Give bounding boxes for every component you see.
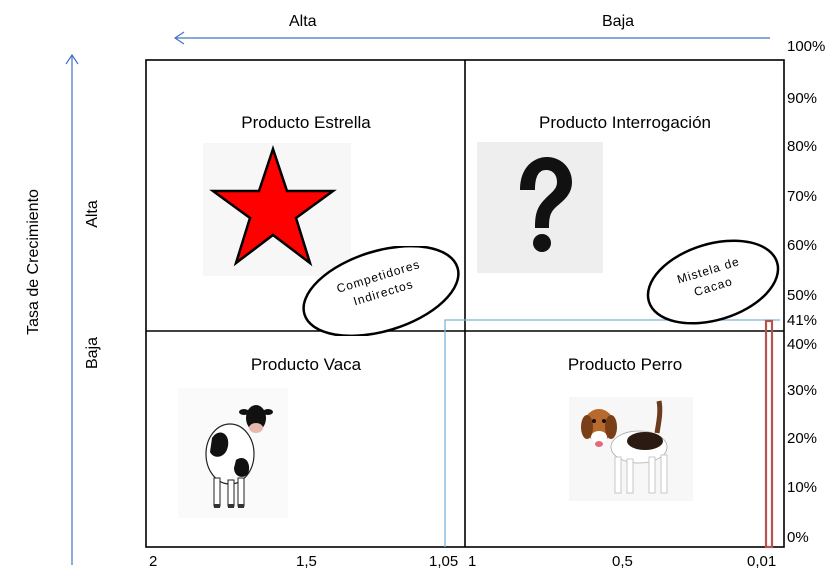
left-axis-arrow (65, 53, 79, 565)
right-tick-10: 10% (787, 479, 818, 496)
top-axis-label-low: Baja (602, 13, 635, 30)
bottom-tick-2: 2 (149, 553, 158, 570)
quadrant-title-cow: Producto Vaca (250, 355, 362, 374)
quadrant-title-star: Producto Estrella (241, 113, 371, 132)
bottom-tick-0-5: 0,5 (612, 553, 633, 570)
right-tick-41: 41% (787, 312, 818, 329)
right-tick-0: 0% (787, 529, 809, 546)
right-tick-100: 100% (787, 38, 826, 55)
right-tick-40: 40% (787, 336, 818, 353)
top-axis-label-high: Alta (289, 13, 317, 30)
quadrant-title-dog: Producto Perro (567, 355, 683, 374)
top-axis-arrow (173, 31, 770, 45)
right-tick-50: 50% (787, 287, 818, 304)
growth-highlight-bar (764, 319, 774, 549)
right-tick-90: 90% (787, 90, 818, 107)
right-tick-60: 60% (787, 237, 818, 254)
right-tick-70: 70% (787, 188, 818, 205)
bottom-tick-0-01: 0,01 (747, 553, 777, 570)
right-tick-30: 30% (787, 382, 818, 399)
star-icon (203, 143, 351, 276)
right-tick-20: 20% (787, 430, 818, 447)
bottom-tick-1-5: 1,5 (296, 553, 317, 570)
right-tick-80: 80% (787, 138, 818, 155)
dog-image (569, 397, 693, 501)
ellipse-mistela-de-cacao (646, 239, 780, 325)
quadrant-title-question: Producto Interrogación (539, 113, 711, 132)
bottom-tick-1: 1 (468, 553, 477, 570)
cow-image (178, 388, 288, 518)
question-mark-icon (477, 142, 603, 273)
bottom-tick-1-05: 1,05 (429, 553, 459, 570)
ellipse-competidores-indirectos (302, 246, 460, 336)
